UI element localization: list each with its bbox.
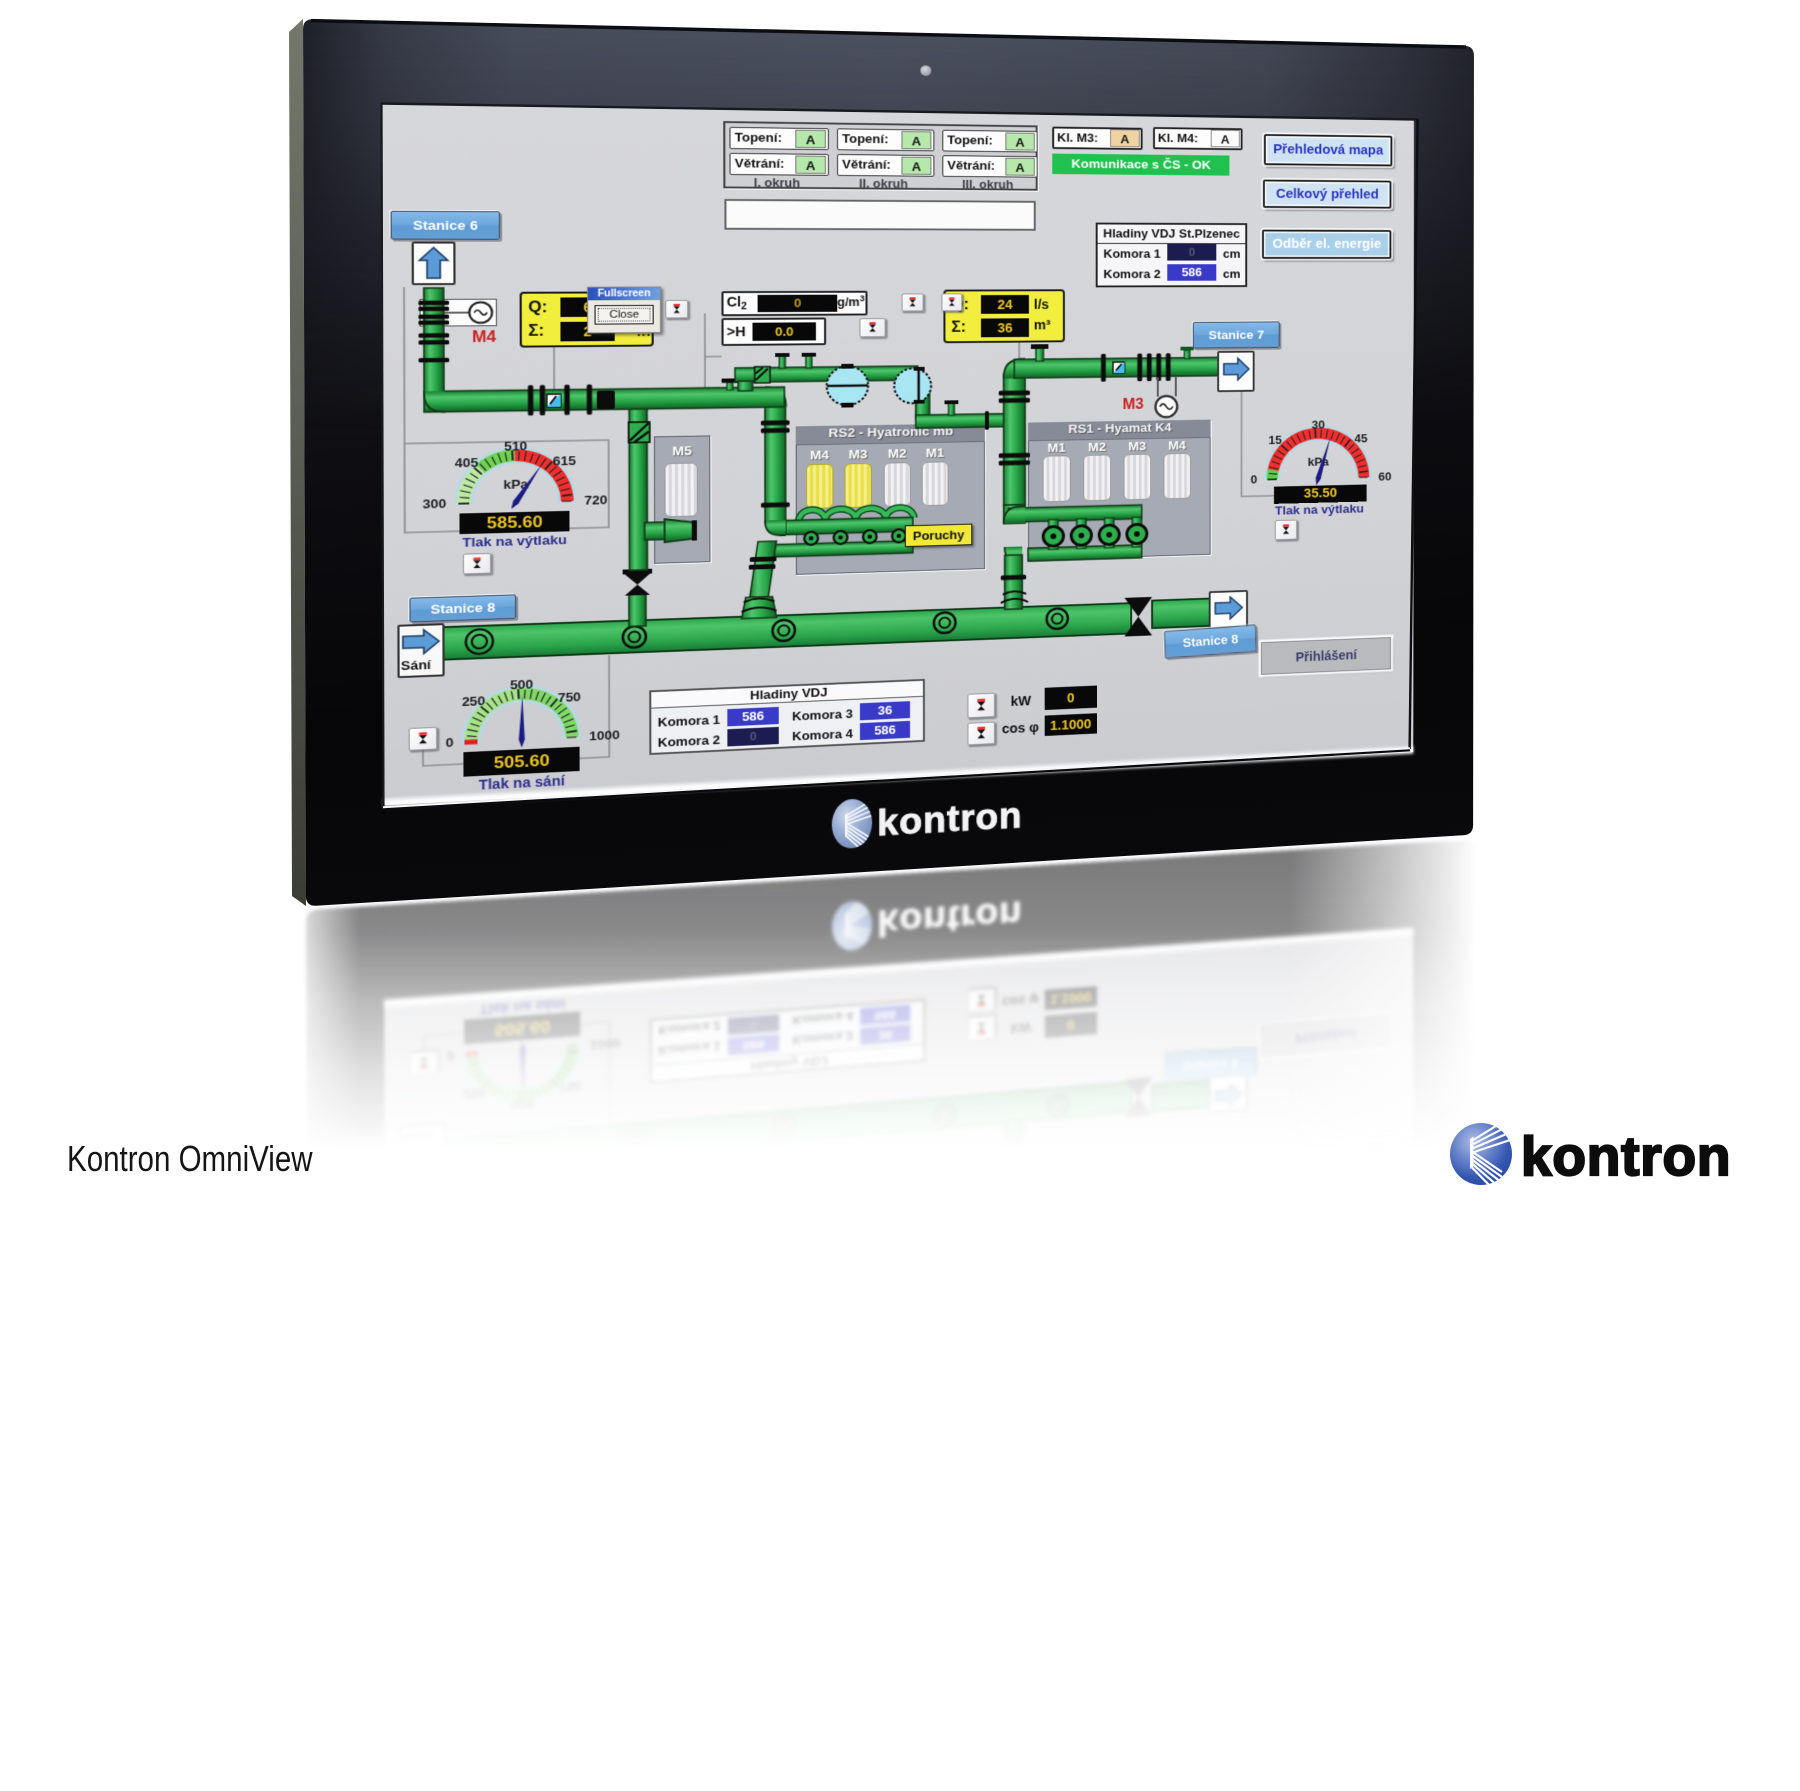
svg-text:405: 405: [457, 1324, 481, 1341]
svg-text:15: 15: [1268, 1249, 1281, 1264]
svg-text:250: 250: [462, 694, 486, 710]
svg-text:510: 510: [504, 439, 528, 454]
svg-text:45: 45: [1354, 432, 1367, 446]
svg-text:300: 300: [423, 496, 447, 511]
svg-text:kPa: kPa: [505, 1296, 530, 1313]
svg-text:0: 0: [1251, 472, 1258, 486]
svg-text:30: 30: [1311, 1260, 1324, 1275]
svg-text:615: 615: [553, 453, 576, 468]
svg-text:60: 60: [1378, 1200, 1391, 1214]
svg-text:405: 405: [455, 455, 479, 470]
svg-text:300: 300: [425, 1287, 449, 1304]
svg-text:750: 750: [558, 690, 581, 705]
svg-text:0: 0: [1250, 1213, 1257, 1227]
svg-text:kPa: kPa: [1307, 1222, 1328, 1237]
svg-text:0: 0: [446, 735, 454, 750]
svg-text:500: 500: [510, 677, 534, 692]
svg-text:615: 615: [555, 1314, 578, 1331]
svg-text:720: 720: [586, 1271, 609, 1288]
svg-text:510: 510: [506, 1334, 529, 1351]
svg-text:60: 60: [1378, 470, 1391, 484]
svg-text:30: 30: [1312, 418, 1325, 432]
svg-text:15: 15: [1269, 433, 1283, 447]
svg-text:kontron: kontron: [1521, 1125, 1731, 1187]
svg-text:45: 45: [1354, 1241, 1367, 1256]
svg-text:720: 720: [584, 492, 607, 507]
svg-text:kontron: kontron: [877, 795, 1022, 843]
svg-text:1000: 1000: [589, 727, 620, 743]
